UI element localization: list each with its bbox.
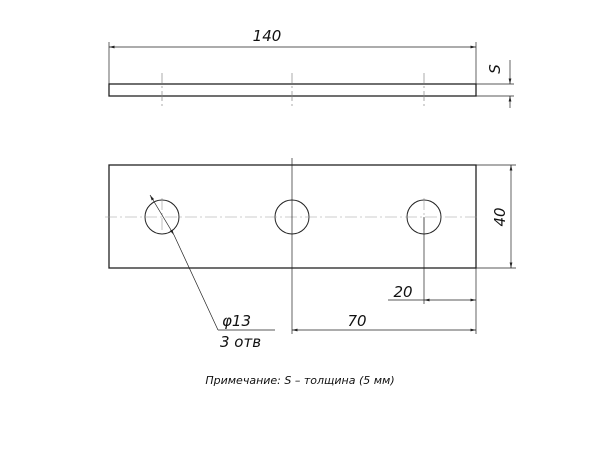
dimension-140 — [108, 42, 477, 84]
plate-top-view — [108, 83, 477, 97]
label-center-offset: 70 — [347, 312, 366, 330]
plate-front-view — [108, 164, 477, 269]
center-lines-top — [161, 73, 425, 108]
drawing-note: Примечание: S – толщина (5 мм) — [205, 374, 394, 387]
label-hole-count: 3 отв — [220, 333, 261, 351]
label-height: 40 — [491, 207, 509, 226]
dimension-40 — [476, 164, 516, 269]
dimension-s — [476, 60, 514, 108]
label-thickness: S — [486, 64, 504, 74]
dimension-20 — [388, 268, 477, 334]
label-edge-offset: 20 — [393, 283, 412, 301]
leader-hole-diameter — [149, 194, 275, 331]
label-hole-diameter: φ13 — [222, 312, 251, 330]
label-length: 140 — [253, 27, 282, 45]
